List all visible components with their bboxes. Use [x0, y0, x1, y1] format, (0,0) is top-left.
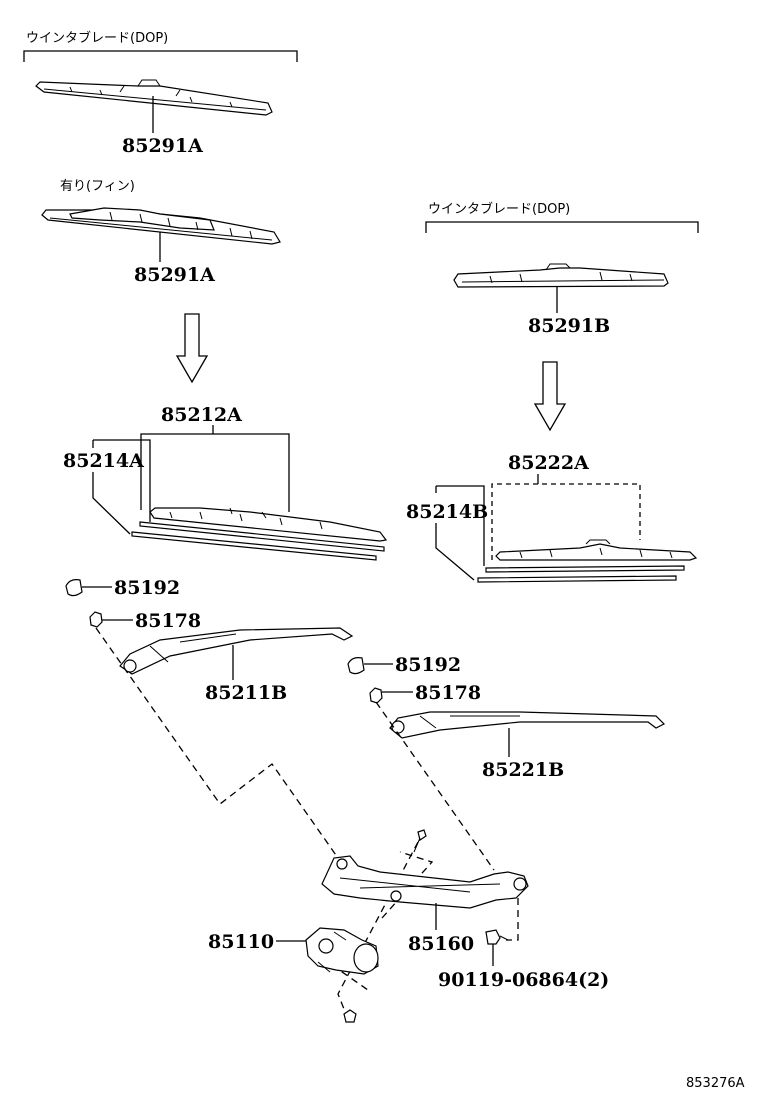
part-85178-right[interactable]: 85178	[415, 682, 481, 704]
illustration-code: 853276A	[686, 1076, 745, 1091]
wiper-refill-85222A[interactable]	[477, 539, 698, 583]
note-dop-right: ウインタブレード(DOP)	[428, 201, 570, 217]
part-85291A-top[interactable]: 85291A	[122, 135, 203, 157]
part-85214B[interactable]: 85214B	[406, 501, 488, 523]
part-85212A[interactable]: 85212A	[161, 404, 242, 426]
part-85214A[interactable]: 85214A	[63, 450, 144, 472]
wiper-blade-85291A-top[interactable]	[35, 79, 273, 116]
cap-85192-right[interactable]	[347, 657, 365, 675]
leader-85214B-lower	[435, 523, 475, 581]
dop-bracket-right	[425, 221, 699, 233]
bracket-85222A	[491, 483, 641, 560]
bracket-85212A	[140, 433, 290, 512]
wiper-blade-85291B[interactable]	[453, 263, 669, 288]
leader-85214B-upper	[435, 485, 485, 566]
nut-85178-left[interactable]	[89, 611, 103, 628]
part-85211B[interactable]: 85211B	[205, 682, 287, 704]
bolt-top[interactable]	[413, 829, 427, 853]
part-85192-right[interactable]: 85192	[395, 654, 461, 676]
wiper-blade-85291A-fin[interactable]	[41, 207, 281, 245]
leader-85214A-lower	[92, 472, 131, 535]
nut-85178-right[interactable]	[369, 687, 383, 704]
wiper-motor-85110[interactable]	[305, 927, 379, 975]
note-dop-left: ウインタブレード(DOP)	[26, 30, 168, 46]
dop-bracket-left	[23, 50, 298, 62]
note-with-fin: 有り(フィン)	[60, 179, 135, 194]
down-arrow-left	[175, 313, 209, 384]
part-85221B[interactable]: 85221B	[482, 759, 564, 781]
part-85291B[interactable]: 85291B	[528, 315, 610, 337]
wiper-arm-85211B[interactable]	[119, 627, 354, 675]
part-85160[interactable]: 85160	[408, 933, 474, 955]
bolt-90119-06864[interactable]	[485, 929, 509, 945]
wiper-link-85160[interactable]	[321, 855, 529, 909]
leader-85214A-upper	[92, 439, 151, 522]
down-arrow-right	[533, 361, 567, 432]
part-85110[interactable]: 85110	[208, 931, 274, 953]
part-85178-left[interactable]: 85178	[135, 610, 201, 632]
part-90119-06864[interactable]: 90119-06864(2)	[438, 969, 609, 991]
wiper-refill-85212A[interactable]	[131, 507, 388, 561]
wiper-arm-85221B[interactable]	[389, 711, 666, 739]
part-85291A-fin[interactable]: 85291A	[134, 264, 215, 286]
bolt-bottom[interactable]	[343, 1009, 357, 1023]
part-85192-left[interactable]: 85192	[114, 577, 180, 599]
cap-85192-left[interactable]	[65, 579, 83, 597]
part-85222A[interactable]: 85222A	[508, 452, 589, 474]
